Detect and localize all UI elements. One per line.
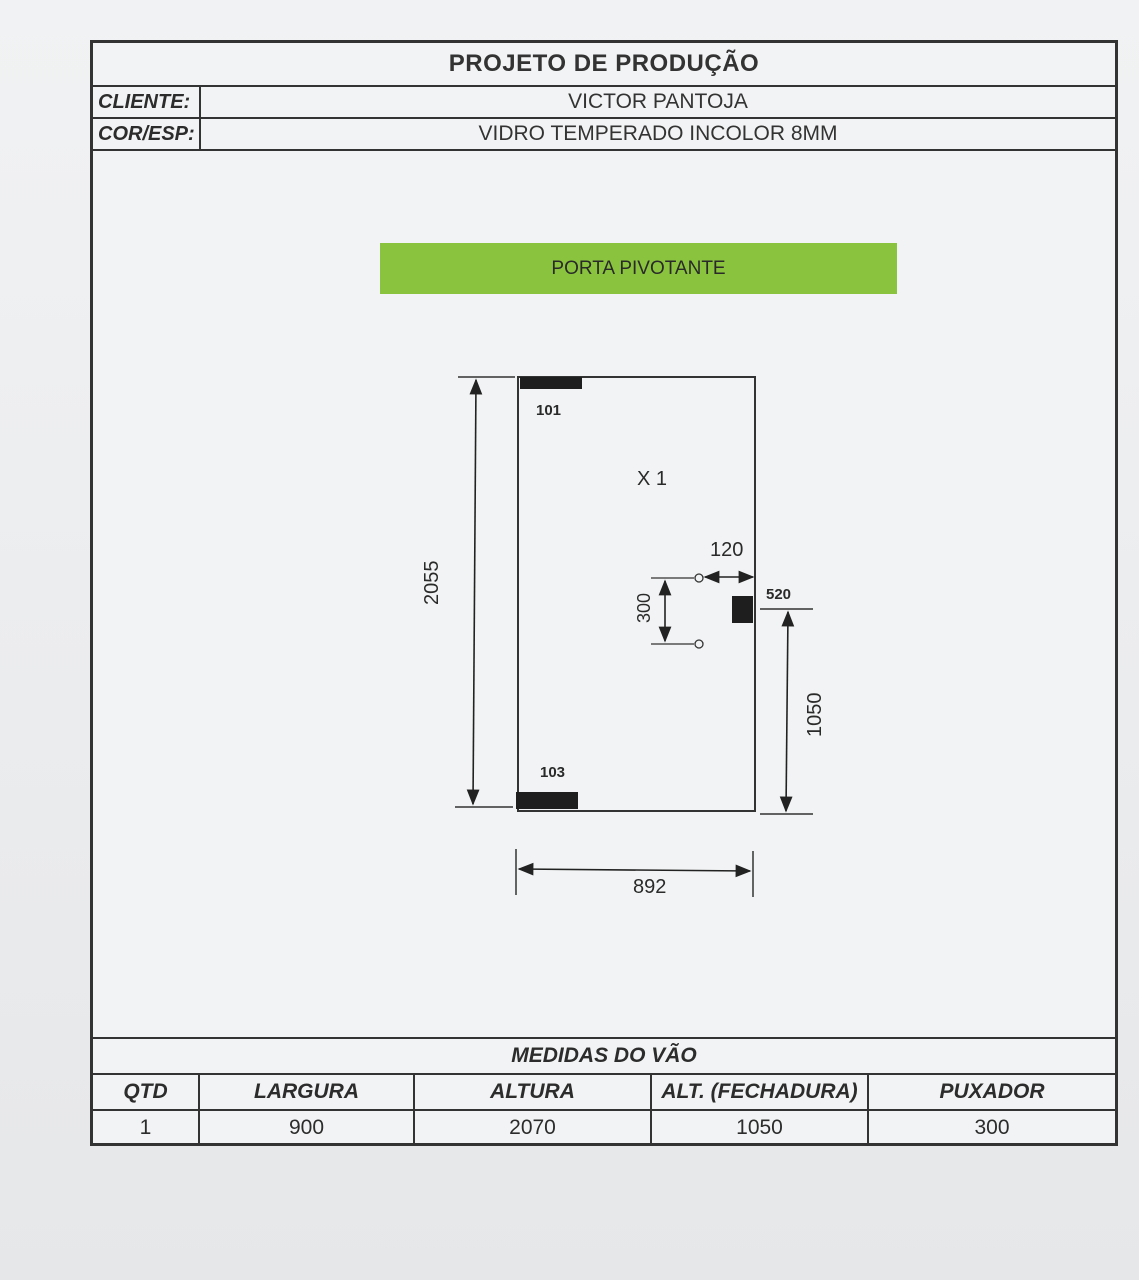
col-qtd: QTD bbox=[93, 1075, 200, 1111]
client-label: CLIENTE: bbox=[93, 87, 201, 117]
bottom-pivot bbox=[516, 792, 578, 809]
bottom-pivot-code: 103 bbox=[540, 764, 565, 781]
opening-measures: MEDIDAS DO VÃO QTD LARGURA ALTURA ALT. (… bbox=[93, 1037, 1115, 1145]
quantity-mark: X 1 bbox=[637, 468, 667, 490]
cell-largura: 900 bbox=[199, 1110, 415, 1145]
door-type-banner: PORTA PIVOTANTE bbox=[380, 243, 897, 294]
col-altura: ALTURA bbox=[414, 1075, 652, 1111]
door-outline bbox=[517, 376, 756, 812]
cell-qtd: 1 bbox=[93, 1110, 200, 1145]
col-largura: LARGURA bbox=[199, 1075, 415, 1111]
production-sheet: PROJETO DE PRODUÇÃO CLIENTE: VICTOR PANT… bbox=[90, 40, 1118, 1146]
cell-alt-fechadura: 1050 bbox=[651, 1110, 869, 1145]
opening-measures-title: MEDIDAS DO VÃO bbox=[93, 1039, 1115, 1075]
top-pivot bbox=[520, 377, 582, 389]
width-dimension-line bbox=[517, 862, 752, 878]
handle-hole-top bbox=[694, 573, 704, 583]
height-dimension-line bbox=[466, 378, 483, 806]
measures-table: QTD LARGURA ALTURA ALT. (FECHADURA) PUXA… bbox=[93, 1075, 1115, 1145]
width-total: 892 bbox=[633, 876, 666, 898]
material-label: COR/ESP: bbox=[93, 119, 201, 149]
lock-height: 1050 bbox=[804, 693, 826, 738]
sheet-title-row: PROJETO DE PRODUÇÃO bbox=[93, 43, 1115, 87]
material-row: COR/ESP: VIDRO TEMPERADO INCOLOR 8MM bbox=[93, 119, 1115, 151]
lock-block bbox=[732, 596, 753, 623]
lock-height-line bbox=[779, 610, 795, 813]
height-total: 2055 bbox=[421, 561, 443, 606]
handle-offset: 120 bbox=[710, 539, 743, 561]
col-alt-fechadura: ALT. (FECHADURA) bbox=[651, 1075, 869, 1111]
client-row: CLIENTE: VICTOR PANTOJA bbox=[93, 87, 1115, 119]
lock-code: 520 bbox=[766, 586, 791, 603]
cell-altura: 2070 bbox=[414, 1110, 652, 1145]
cell-puxador: 300 bbox=[974, 1116, 1010, 1139]
handle-spacing: 300 bbox=[634, 593, 654, 623]
measures-header-row: QTD LARGURA ALTURA ALT. (FECHADURA) PUXA… bbox=[93, 1075, 1115, 1111]
sheet-title: PROJETO DE PRODUÇÃO bbox=[448, 50, 760, 77]
table-row: 1 900 2070 1050 300 bbox=[93, 1110, 1115, 1145]
top-pivot-code: 101 bbox=[536, 402, 561, 419]
handle-hole-bottom bbox=[694, 639, 704, 649]
client-value: VICTOR PANTOJA bbox=[568, 90, 748, 113]
material-value: VIDRO TEMPERADO INCOLOR 8MM bbox=[478, 122, 838, 145]
col-puxador: PUXADOR bbox=[868, 1075, 1115, 1111]
door-drawing: 101 103 X 1 2055 892 300 120 520 1050 bbox=[421, 376, 826, 898]
